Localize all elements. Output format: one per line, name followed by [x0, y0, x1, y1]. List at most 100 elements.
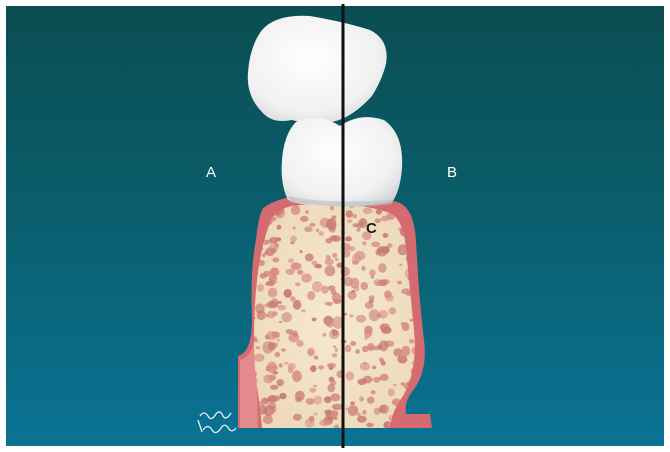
bone-pore — [275, 244, 280, 247]
bone-pore — [260, 273, 267, 279]
bone-pore — [325, 258, 334, 265]
bone-pore — [393, 348, 402, 357]
bone-pore — [309, 388, 316, 393]
bone-pore — [307, 348, 315, 356]
bone-pore — [330, 393, 340, 401]
bone-pore — [275, 352, 281, 357]
bone-pore — [293, 414, 302, 421]
bone-pore — [333, 346, 336, 348]
bone-pore — [369, 309, 380, 321]
bone-pore — [399, 264, 402, 266]
bone-pore — [288, 258, 294, 263]
bone-pore — [327, 397, 331, 400]
label-b: B — [447, 164, 457, 181]
bone-pore — [263, 415, 273, 424]
bone-pore — [270, 268, 279, 276]
bone-pore — [331, 289, 337, 295]
label-c: C — [366, 220, 377, 237]
bone-pore — [307, 291, 315, 300]
bone-pore — [346, 210, 353, 218]
bone-pore — [313, 396, 322, 405]
bone-pore — [277, 305, 286, 311]
bone-pore — [296, 340, 303, 347]
bone-pore — [326, 255, 331, 259]
bone-pore — [329, 377, 335, 383]
bone-pore — [371, 242, 380, 247]
bone-pore — [319, 420, 330, 427]
bone-pore — [379, 340, 389, 351]
bone-pore — [335, 258, 338, 260]
bone-pore — [310, 365, 316, 372]
bone-pore — [269, 375, 276, 381]
bone-pore — [326, 218, 336, 230]
bone-pore — [355, 349, 360, 354]
bone-pore — [352, 214, 357, 219]
bone-pore — [379, 358, 384, 363]
bone-pore — [359, 396, 364, 401]
bone-pore — [273, 342, 278, 348]
bone-pore — [268, 395, 278, 403]
bone-pore — [277, 225, 282, 230]
bone-pore — [269, 237, 278, 243]
bone-pore — [312, 261, 318, 266]
bone-pore — [300, 216, 309, 222]
bone-pore — [257, 310, 266, 320]
bone-pore — [288, 363, 296, 370]
bone-pore — [272, 311, 277, 316]
bone-pore — [277, 339, 280, 342]
bone-pore — [279, 363, 283, 368]
bone-pore — [318, 365, 324, 370]
bone-pore — [346, 371, 355, 380]
bone-pore — [380, 323, 390, 331]
bone-pore — [314, 355, 318, 359]
bone-pore — [267, 409, 274, 416]
bone-pore — [380, 404, 389, 413]
bone-pore — [268, 288, 278, 298]
bone-pore — [378, 263, 386, 273]
bone-pore — [384, 291, 392, 299]
bone-pore — [357, 228, 361, 232]
bone-pore — [305, 210, 308, 214]
bone-pore — [372, 366, 377, 369]
bone-pore — [364, 329, 372, 338]
bone-pore — [292, 370, 302, 382]
bone-pore — [380, 374, 389, 381]
bone-pore — [297, 270, 303, 275]
bone-pore — [290, 296, 295, 301]
bone-pore — [331, 269, 335, 273]
bone-pore — [362, 241, 367, 245]
bone-pore — [291, 262, 302, 270]
bone-pore — [362, 346, 369, 353]
bone-pore — [347, 219, 352, 223]
bone-pore — [300, 250, 303, 253]
bone-pore — [350, 401, 355, 405]
label-a: A — [206, 164, 216, 181]
bone-pore — [295, 391, 305, 401]
bone-pore — [284, 289, 292, 298]
bone-pore — [305, 253, 314, 261]
bone-pore — [350, 341, 356, 346]
bone-pore — [301, 273, 311, 282]
bone-pore — [378, 247, 384, 253]
bone-pore — [334, 417, 338, 420]
bone-pore — [290, 236, 297, 243]
bone-pore — [281, 312, 292, 322]
bone-pore — [312, 318, 317, 322]
bone-pore — [345, 345, 351, 352]
bone-pore — [378, 310, 388, 319]
bone-pore — [276, 379, 284, 386]
bone-pore — [314, 412, 318, 416]
bone-pore — [369, 299, 374, 303]
bone-pore — [272, 280, 278, 284]
bone-pore — [363, 208, 373, 214]
bone-pore — [381, 216, 389, 222]
bone-pore — [362, 410, 366, 415]
bone-pore — [292, 331, 298, 337]
bone-pore — [256, 346, 260, 349]
bone-pore — [306, 398, 315, 405]
bone-pore — [309, 416, 315, 422]
bone-pore — [360, 362, 370, 370]
bone-pore — [332, 253, 337, 258]
bone-pore — [367, 397, 375, 404]
